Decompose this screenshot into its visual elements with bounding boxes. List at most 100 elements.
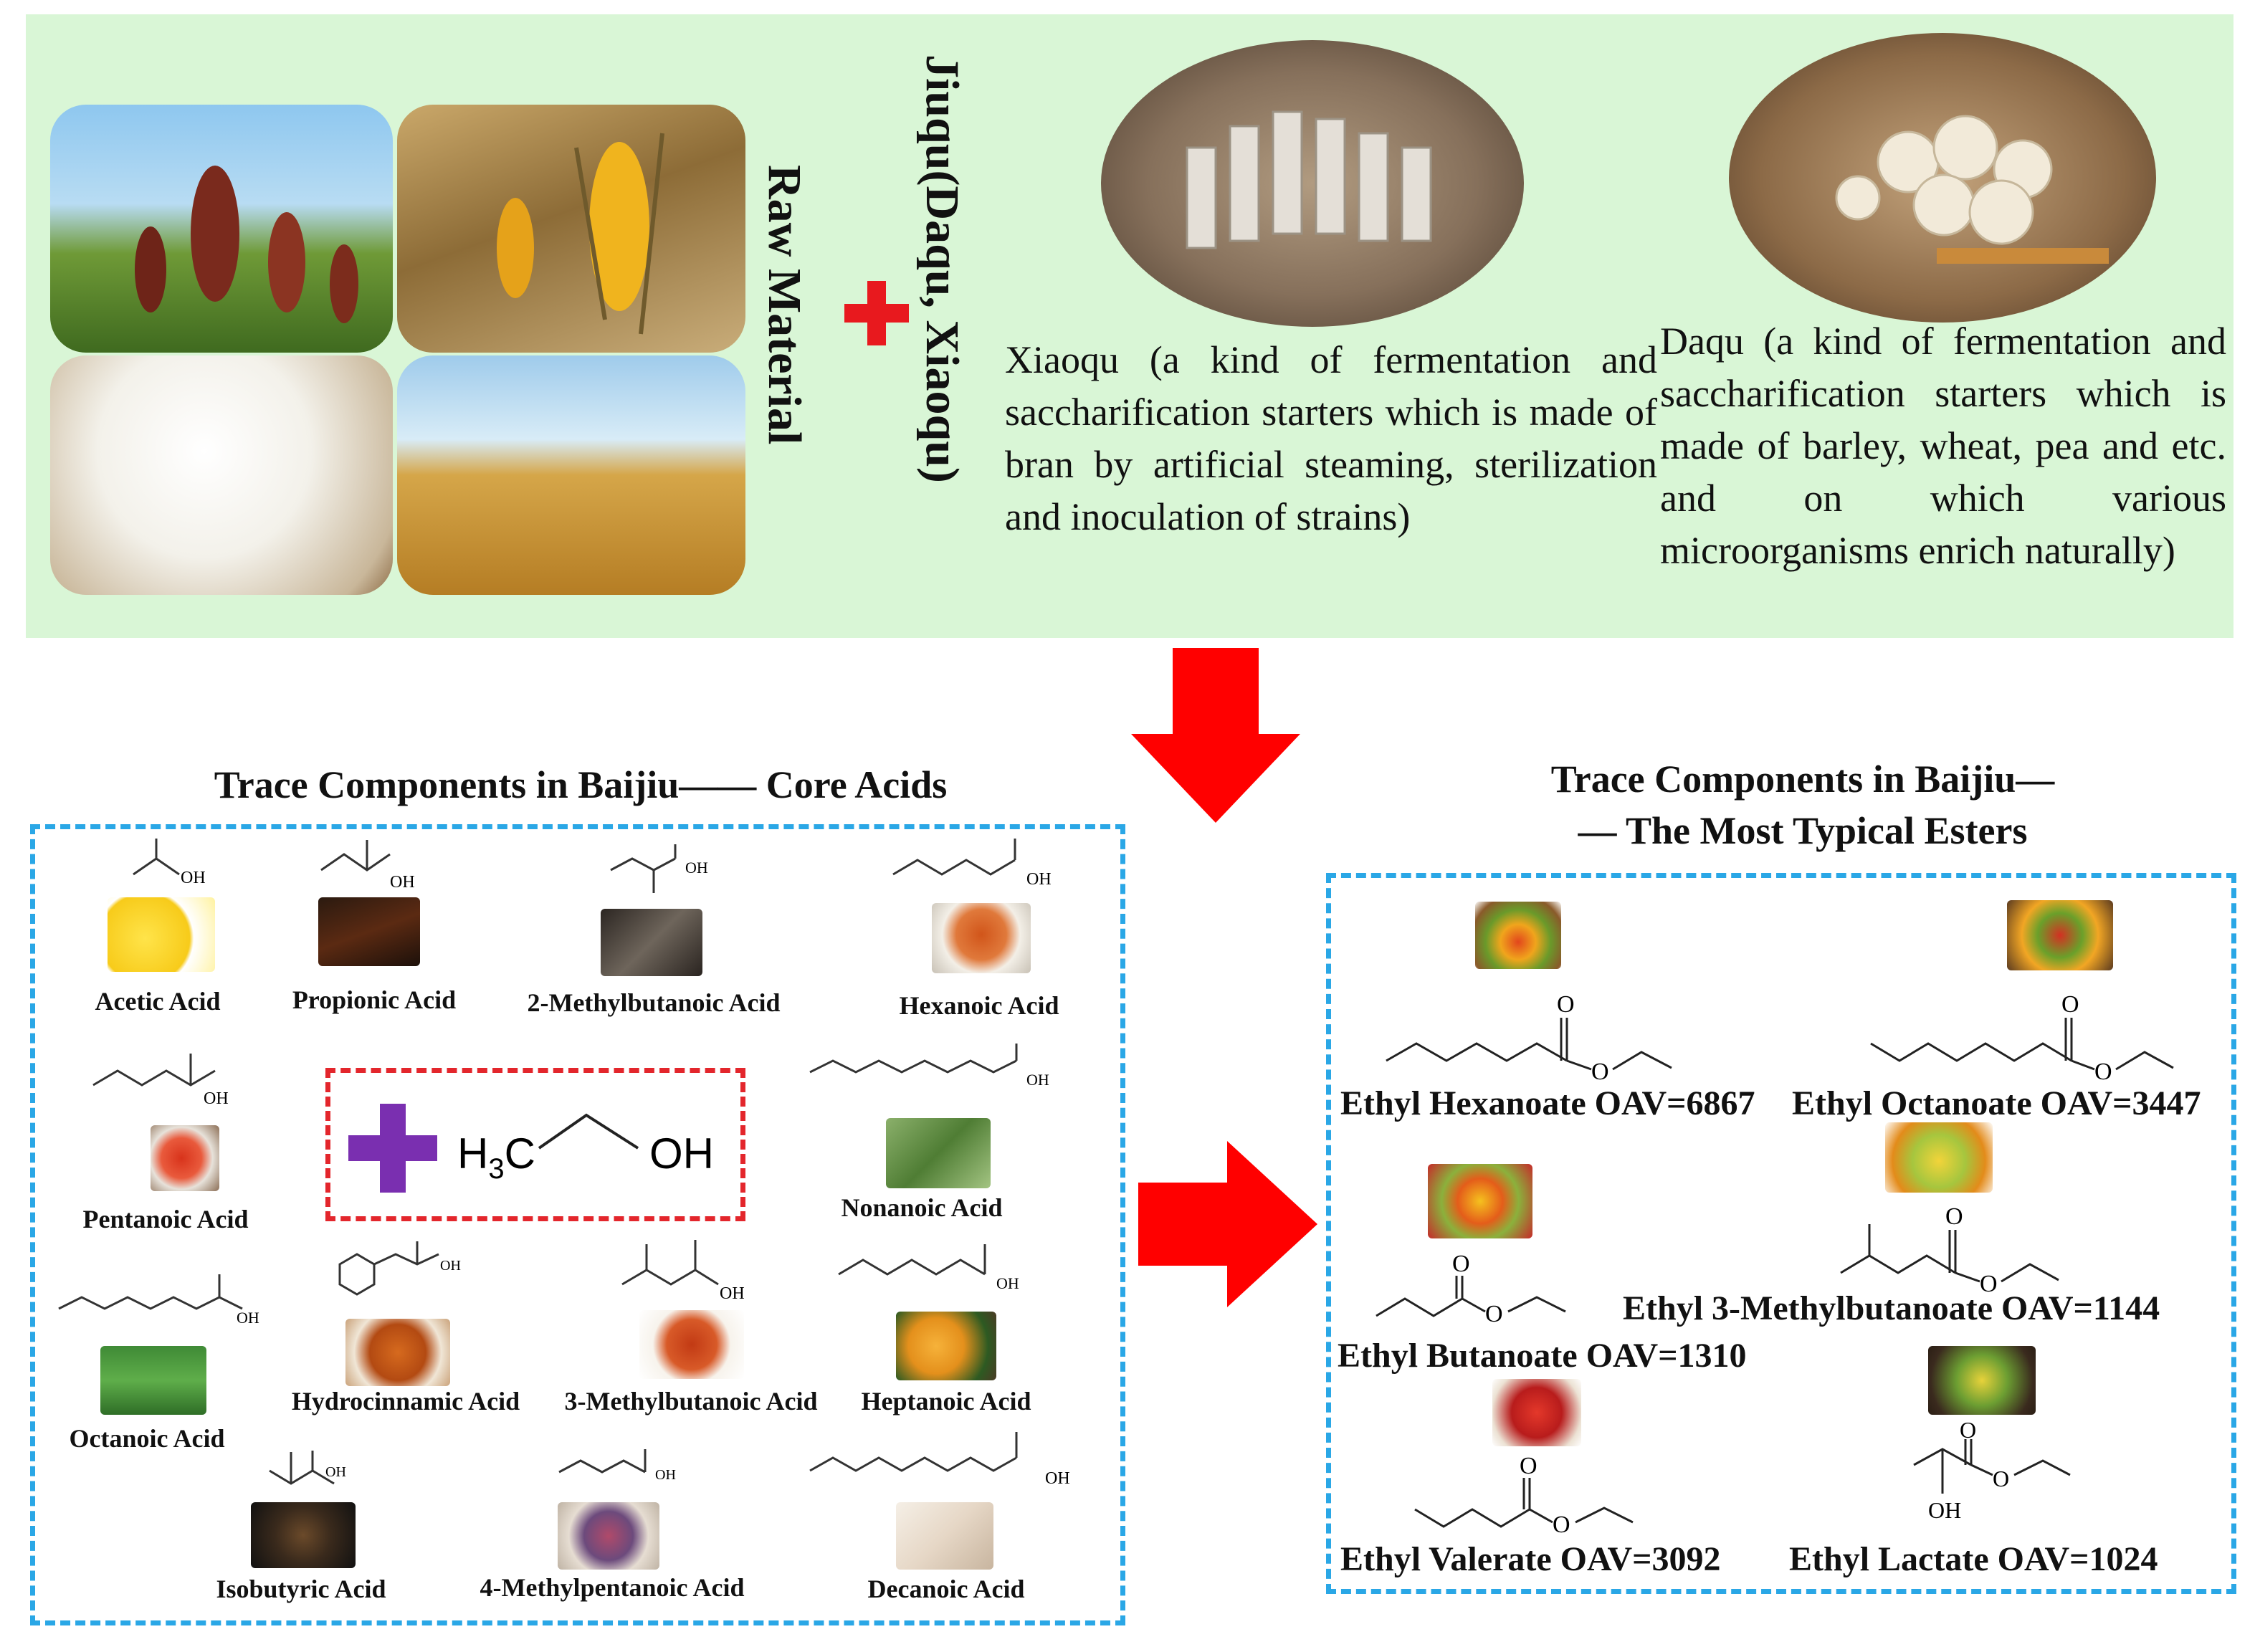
ethyl-hexanoate-structure: O O — [1386, 991, 1672, 1082]
svg-text:OH: OH — [181, 869, 206, 887]
methylpentanoic-acid-image — [558, 1502, 659, 1570]
ester-label-ethyl-octanoate: Ethyl Octanoate OAV=3447 — [1792, 1084, 2201, 1122]
ester-label-ethyl-hexanoate: Ethyl Hexanoate OAV=6867 — [1340, 1084, 1755, 1122]
svg-text:O: O — [1452, 1251, 1470, 1277]
nonanoic-acid-image — [886, 1118, 991, 1188]
hexanoic-acid-image — [932, 903, 1031, 973]
svg-text:O: O — [2094, 1059, 2112, 1082]
acid-label-decanoic: Decanoic Acid — [867, 1575, 1025, 1603]
ester-fruit-image-4 — [1885, 1122, 1993, 1193]
svg-text:O: O — [1553, 1512, 1570, 1538]
xiaoqu-description: Xiaoqu (a kind of fermentation and sacch… — [1005, 338, 1657, 538]
acid-label-2-methylbutanoic: 2-Methylbutanoic Acid — [527, 988, 781, 1017]
ester-label-ethyl-butanoate: Ethyl Butanoate OAV=1310 — [1338, 1337, 1747, 1375]
jiuqu-label: Jiuqu(Daqu, Xiaoqu) — [916, 54, 968, 483]
svg-text:OH: OH — [655, 1467, 676, 1483]
svg-text:OH: OH — [204, 1089, 229, 1108]
hydrocinnamic-acid-structure: OH — [338, 1241, 461, 1296]
esters-section-title-line2: — The Most Typical Esters — [1578, 809, 2028, 852]
svg-text:OH: OH — [440, 1258, 461, 1274]
purple-plus-icon — [348, 1104, 437, 1193]
ethyl-3-methylbutanoate-structure: O O — [1840, 1203, 2059, 1294]
nonanoic-acid-structure: OH — [809, 1044, 1049, 1089]
methylbutanoic3-acid-structure: OH — [621, 1240, 745, 1303]
corn-photo — [397, 105, 745, 353]
raw-material-label: Raw Material — [758, 165, 811, 445]
svg-text:OH: OH — [237, 1309, 259, 1327]
acid-label-octanoic: Octanoic Acid — [69, 1424, 225, 1453]
decanoic-acid-structure: OH — [809, 1432, 1070, 1488]
ester-fruit-basket-image — [1475, 902, 1561, 969]
ethanol-structure: H3C OH — [457, 1113, 714, 1185]
decanoic-acid-image — [896, 1502, 993, 1570]
esters-section-title-line1: Trace Components in Baijiu— — [1550, 758, 2055, 801]
plus-icon — [844, 281, 909, 345]
ester-label-ethyl-lactate: Ethyl Lactate OAV=1024 — [1789, 1540, 2158, 1578]
svg-text:O: O — [1520, 1453, 1538, 1479]
daqu-photo — [1729, 33, 2156, 323]
heptanoic-acid-structure: OH — [838, 1244, 1019, 1292]
acid-label-hexanoic: Hexanoic Acid — [899, 991, 1059, 1020]
acid-label-isobutyric: Isobutyric Acid — [216, 1575, 386, 1603]
ethyl-valerate-structure: O O — [1414, 1453, 1634, 1538]
core-acids-box — [30, 824, 1125, 1625]
svg-text:O: O — [1591, 1059, 1609, 1082]
svg-text:OH: OH — [1026, 1071, 1049, 1089]
acid-label-pentanoic: Pentanoic Acid — [82, 1205, 249, 1233]
rice-photo — [50, 355, 393, 595]
ethyl-butanoate-structure: O O — [1376, 1251, 1566, 1327]
acid-label-hydrocinnamic: Hydrocinnamic Acid — [291, 1387, 520, 1415]
daqu-description: Daqu (a kind of fermentation and sacchar… — [1660, 320, 2226, 572]
svg-text:O: O — [1980, 1271, 1998, 1294]
wheat-photo — [397, 355, 745, 595]
right-arrow-icon — [1138, 1141, 1317, 1307]
methylbutanoic-acid-image — [601, 909, 702, 976]
acid-label-4-methylpentanoic: 4-Methylpentanoic Acid — [480, 1573, 745, 1602]
svg-text:OH: OH — [720, 1284, 745, 1303]
acid-label-nonanoic: Nonanoic Acid — [841, 1193, 1003, 1222]
svg-text:OH: OH — [1928, 1497, 1961, 1523]
isobutyric-acid-image — [251, 1502, 356, 1568]
acetic-acid-structure: OH — [133, 839, 206, 887]
acids-section-title: Trace Components in Baijiu—— Core Acids — [214, 763, 948, 806]
svg-text:OH: OH — [996, 1274, 1019, 1292]
xiaoqu-photo — [1101, 40, 1524, 327]
acid-label-3-methylbutanoic: 3-Methylbutanoic Acid — [564, 1387, 818, 1415]
isobutyric-acid-structure: OH — [269, 1451, 346, 1485]
svg-text:OH: OH — [685, 859, 708, 877]
octanoic-acid-image — [100, 1346, 206, 1415]
svg-text:O: O — [1993, 1466, 2009, 1491]
octanoic-acid-structure: OH — [58, 1274, 259, 1327]
svg-text:OH: OH — [1026, 870, 1052, 889]
svg-text:O: O — [2061, 991, 2079, 1018]
svg-text:OH: OH — [390, 873, 415, 892]
sorghum-photo — [50, 105, 393, 353]
raw-materials-panel: Raw Material Jiuqu(Daqu, Xiaoqu) — [26, 14, 2233, 638]
pentanoic-acid-structure: OH — [92, 1054, 229, 1108]
svg-text:H3C: H3C — [457, 1130, 535, 1185]
typical-esters-box — [1326, 873, 2236, 1594]
ethanol-box — [325, 1068, 745, 1221]
svg-text:O: O — [1557, 991, 1575, 1018]
pentanoic-acid-image — [151, 1125, 219, 1191]
ester-label-ethyl-3-methylbutanoate: Ethyl 3-Methylbutanoate OAV=1144 — [1623, 1289, 2160, 1327]
ethyl-lactate-structure: OH O O — [1913, 1422, 2071, 1523]
ester-fruit-image-6 — [1928, 1346, 2036, 1415]
ester-label-ethyl-valerate: Ethyl Valerate OAV=3092 — [1340, 1540, 1721, 1578]
svg-text:O: O — [1945, 1203, 1963, 1230]
hydrocinnamic-acid-image — [345, 1319, 450, 1386]
svg-text:OH: OH — [1045, 1469, 1070, 1488]
ester-apple-image — [1492, 1379, 1581, 1446]
acid-label-heptanoic: Heptanoic Acid — [861, 1387, 1031, 1415]
hexanoic-acid-structure: OH — [892, 839, 1052, 889]
svg-text:OH: OH — [325, 1464, 346, 1480]
acid-label-acetic: Acetic Acid — [95, 987, 221, 1016]
methylbutanoic-acid-structure: OH — [610, 844, 708, 893]
methylpentanoic-acid-structure: OH — [558, 1449, 676, 1483]
propionic-acid-structure: OH — [320, 840, 415, 892]
svg-text:O: O — [1960, 1422, 1976, 1443]
methylbutanoic3-acid-image — [639, 1310, 744, 1379]
ester-fruit-image-2 — [2007, 900, 2113, 970]
ester-fruit-image-3 — [1428, 1164, 1532, 1238]
svg-text:OH: OH — [649, 1130, 714, 1178]
